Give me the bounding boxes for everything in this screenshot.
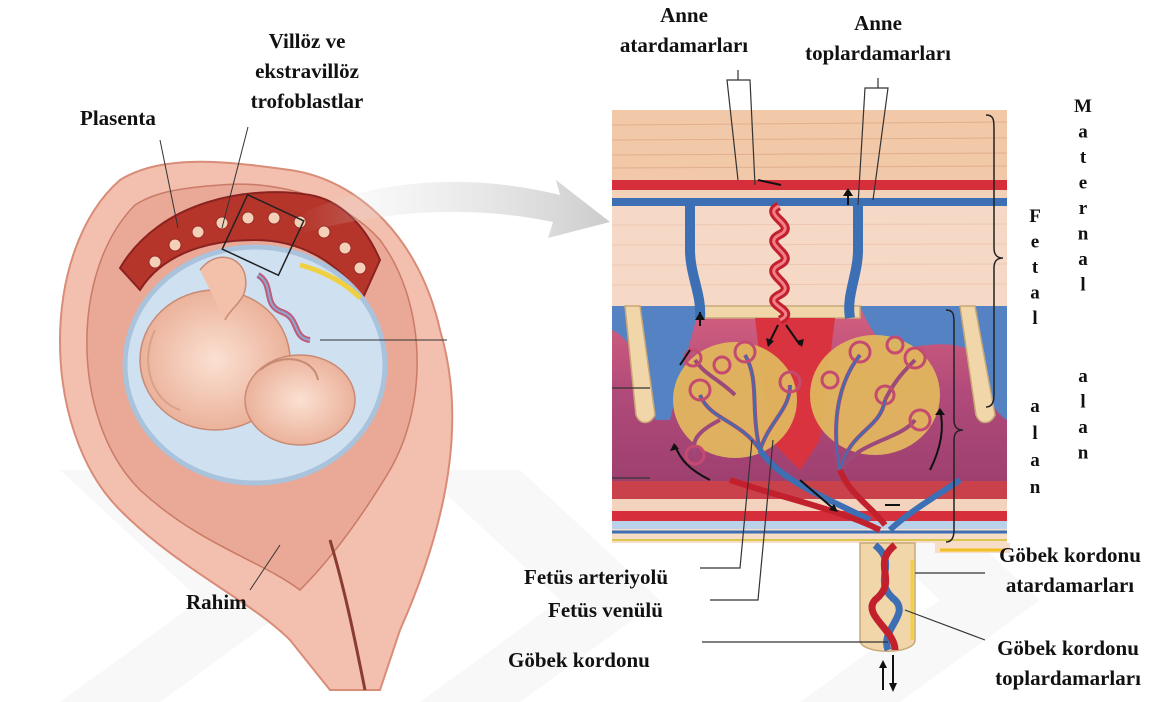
vertical-letter: a — [1078, 122, 1088, 143]
vertical-letter: n — [1078, 224, 1089, 245]
vertical-letter: e — [1031, 232, 1039, 253]
label-gobek-kordonu: Göbek kordonu — [508, 648, 650, 672]
vertical-letter: n — [1078, 443, 1089, 464]
vertical-letter: a — [1030, 396, 1040, 417]
vertical-letter: a — [1078, 366, 1088, 387]
vertical-letter: e — [1079, 173, 1087, 194]
label-gobek-atar-1: Göbek kordonu — [999, 543, 1141, 567]
vertical-letter: l — [1080, 392, 1085, 413]
label-gobek-topl-2: toplardamarları — [995, 666, 1141, 690]
vertical-letter: a — [1030, 450, 1040, 471]
label-anne-topl-1: Anne — [854, 11, 902, 35]
vertical-letter: l — [1032, 308, 1037, 329]
label-villoz-2: ekstravillöz — [255, 59, 359, 83]
vertical-letter: a — [1078, 417, 1088, 438]
label-fetus-arteriyolu: Fetüs arteriyolü — [524, 565, 668, 589]
label-anne-atar-1: Anne — [660, 3, 708, 27]
vertical-letter: r — [1079, 198, 1088, 219]
label-villoz-1: Villöz ve — [269, 29, 346, 53]
label-fetus-venulu: Fetüs venülü — [548, 598, 663, 622]
label-plasenta: Plasenta — [80, 106, 156, 130]
label-villoz-3: trofoblastlar — [251, 89, 364, 113]
vertical-letter: t — [1032, 257, 1039, 278]
label-anne-topl-2: toplardamarları — [805, 41, 951, 65]
vertical-letter: t — [1080, 147, 1087, 168]
label-anne-atar-2: atardamarları — [620, 33, 748, 57]
vertical-letter: l — [1080, 275, 1085, 296]
vertical-letter: F — [1029, 206, 1041, 227]
label-gobek-atar-2: atardamarları — [1006, 573, 1134, 597]
vertical-letter: a — [1030, 283, 1040, 304]
label-rahim: Rahim — [186, 590, 247, 614]
vertical-letter: a — [1078, 249, 1088, 270]
vertical-letter: M — [1074, 96, 1092, 117]
vertical-letter: l — [1032, 423, 1037, 444]
label-gobek-topl-1: Göbek kordonu — [997, 636, 1139, 660]
vertical-letter: n — [1030, 477, 1041, 498]
